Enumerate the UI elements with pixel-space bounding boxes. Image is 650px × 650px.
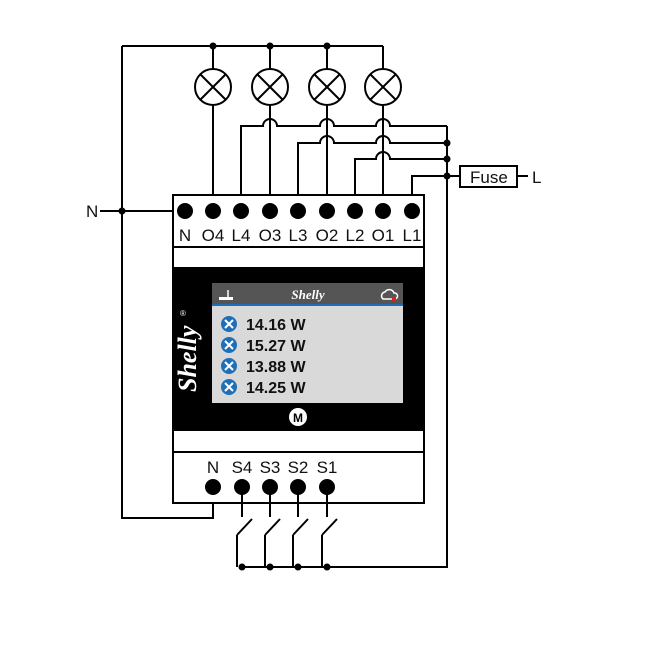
line-label: L (532, 168, 541, 187)
terminal-label: L4 (232, 226, 251, 245)
channel-reading: 13.88 W (221, 358, 306, 376)
line-wires (240, 118, 528, 568)
lamps (194, 68, 402, 106)
terminal-l4 (233, 203, 249, 219)
power-reading: 15.27 W (246, 338, 306, 355)
cloud-icon (380, 288, 399, 302)
menu-button-label: M (293, 411, 303, 425)
terminal-label: S4 (232, 458, 253, 477)
switches (236, 487, 338, 571)
terminal-n (177, 203, 193, 219)
channel-reading: 15.27 W (221, 337, 306, 355)
power-reading: 14.16 W (246, 317, 306, 334)
neutral-label: N (86, 202, 98, 221)
brand-logo: Shelly (173, 325, 202, 392)
network-icon (219, 290, 233, 300)
terminal-label: O2 (316, 226, 339, 245)
terminal-o4 (205, 203, 221, 219)
registered-mark: ® (180, 309, 186, 318)
display-screen: Shelly 14.16 W 15.27 W 13.88 W 14.25 W (212, 283, 403, 403)
screen-brand: Shelly (291, 287, 324, 302)
lamp-icon (251, 68, 289, 106)
channel-reading: 14.25 W (221, 379, 306, 397)
terminal-o3 (262, 203, 278, 219)
terminal-label: O4 (202, 226, 225, 245)
menu-button[interactable]: M (289, 408, 307, 426)
terminal-l3 (290, 203, 306, 219)
power-reading: 14.25 W (246, 380, 306, 397)
terminal-o1 (375, 203, 391, 219)
terminal-label: O3 (259, 226, 282, 245)
terminal-label: O1 (372, 226, 395, 245)
power-reading: 13.88 W (246, 359, 306, 376)
channel-reading: 14.16 W (221, 316, 306, 334)
terminal-n (205, 479, 221, 495)
terminal-label: N (179, 226, 191, 245)
terminal-label: N (207, 458, 219, 477)
fuse-label: Fuse (470, 168, 508, 187)
terminal-label: L1 (403, 226, 422, 245)
terminal-label: L2 (346, 226, 365, 245)
terminal-label: L3 (289, 226, 308, 245)
output-wires (212, 105, 384, 211)
terminal-o2 (319, 203, 335, 219)
lamp-icon (194, 68, 232, 106)
terminal-label: S3 (260, 458, 281, 477)
lamp-icon (364, 68, 402, 106)
device: N O4 L4 O3 L3 O2 L2 O1 L1 N S4 S3 S2 S1 Shelly ® She… (172, 194, 425, 504)
lamp-icon (308, 68, 346, 106)
terminal-label: S2 (288, 458, 309, 477)
terminal-l1 (404, 203, 420, 219)
terminal-label: S1 (317, 458, 338, 477)
terminal-l2 (347, 203, 363, 219)
